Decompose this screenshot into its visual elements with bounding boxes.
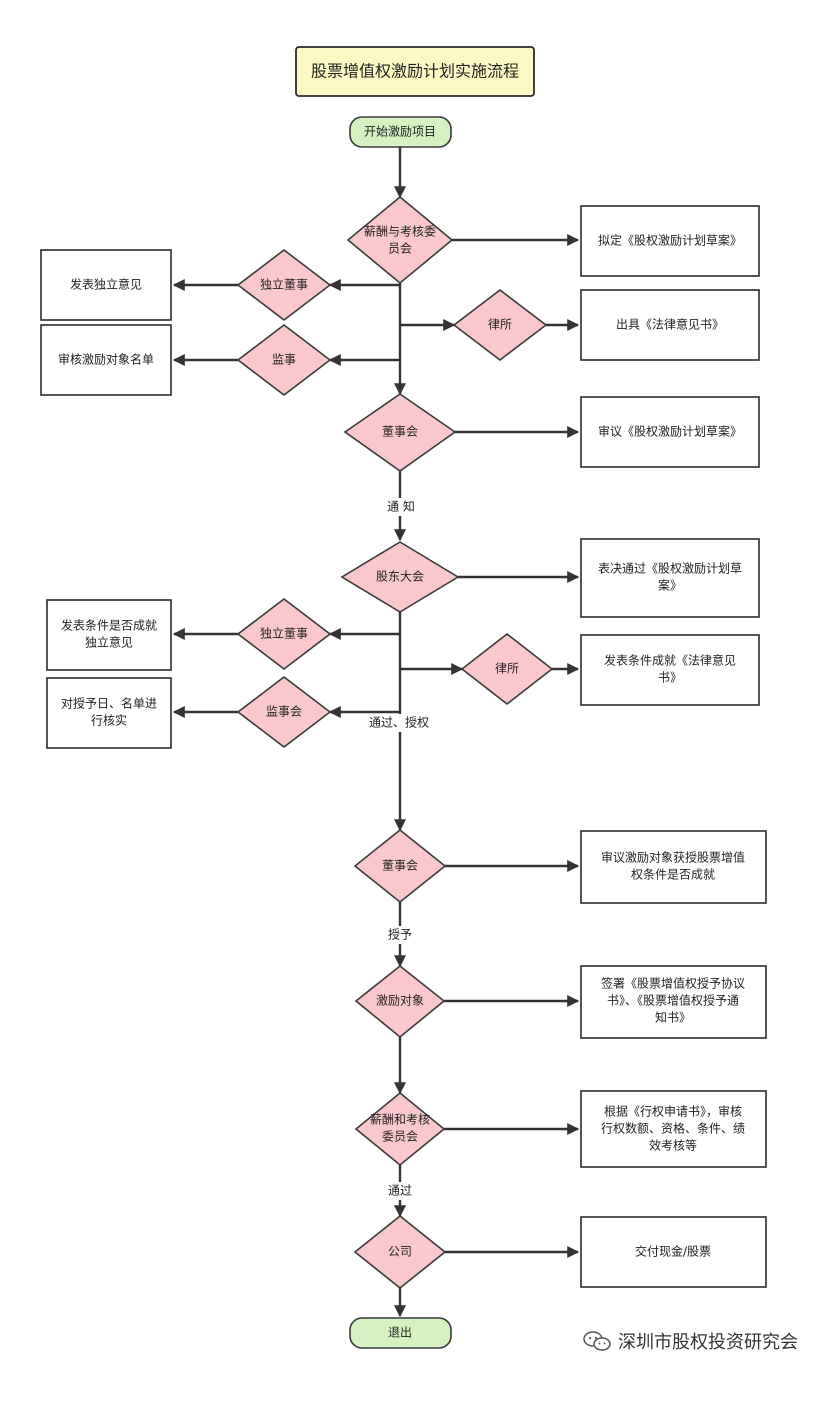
decision-gm: 股东大会: [340, 541, 460, 613]
comp2-line-1: 薪酬和考核: [370, 1113, 430, 1127]
legal2-line-1: 发表条件成就《法律意见: [604, 653, 736, 668]
sup1-label: 监事: [272, 353, 296, 367]
review1-label: 审议《股权激励计划草案》: [598, 424, 742, 439]
box-review2: 审议激励对象获授股票增值 权条件是否成就: [580, 830, 767, 904]
box-draft: 拟定《股权激励计划草案》: [580, 205, 760, 277]
edge-label-pass-auth: 通过、授权: [369, 715, 429, 730]
decision-sup2: 监事会: [236, 675, 332, 749]
box-vote: 表决通过《股权激励计划草 案》: [580, 538, 760, 618]
audit-line-1: 根据《行权申请书》，审核: [604, 1104, 742, 1119]
review2-line-2: 权条件是否成就: [631, 868, 715, 882]
legal2-line-2: 书》: [658, 671, 682, 685]
vote-line-1: 表决通过《股权激励计划草: [598, 562, 742, 576]
audit-line-2: 行权数额、资格、条件、绩: [601, 1121, 745, 1136]
start-label: 开始激励项目: [364, 125, 436, 139]
box-verify2: 对授予日、名单进 行核实: [46, 677, 172, 749]
wechat-icon: [583, 1331, 611, 1351]
vote-line-2: 案》: [658, 578, 682, 593]
gm-label: 股东大会: [376, 570, 424, 584]
decision-indep2: 独立董事: [236, 597, 332, 671]
box-opinion1: 发表独立意见: [40, 249, 172, 321]
indep1-label: 独立董事: [260, 277, 308, 292]
verify1-label: 审核激励对象名单: [58, 352, 154, 367]
box-opinion2: 发表条件是否成就 独立意见: [46, 599, 172, 671]
end-terminal: 退出: [349, 1317, 452, 1349]
comp1-line-2: 员会: [388, 242, 412, 256]
draft-label: 拟定《股权激励计划草案》: [598, 233, 742, 248]
box-review1: 审议《股权激励计划草案》: [580, 396, 760, 468]
decision-sup1: 监事: [236, 323, 332, 397]
box-sign: 签署《股票增值权授予协议 书》、《股票增值权授予通 知书》: [580, 965, 767, 1039]
box-pay: 交付现金/股票: [580, 1216, 767, 1288]
board1-label: 董事会: [382, 425, 418, 439]
decision-comp1: 薪酬与考核委 员会: [346, 195, 454, 285]
decision-board1: 董事会: [343, 393, 457, 472]
review2-line-1: 审议激励对象获授股票增值: [601, 850, 745, 865]
verify2-line-2: 行核实: [91, 713, 127, 728]
board2-label: 董事会: [382, 859, 418, 873]
decision-target: 激励对象: [354, 964, 446, 1039]
edge-label-pass: 通过: [388, 1184, 412, 1198]
indep2-label: 独立董事: [260, 626, 308, 641]
law2-label: 律所: [495, 662, 519, 676]
connectors: [172, 147, 580, 1318]
sign-line-1: 签署《股票增值权授予协议: [601, 976, 745, 991]
box-audit: 根据《行权申请书》，审核 行权数额、资格、条件、绩 效考核等: [580, 1090, 767, 1168]
decision-company: 公司: [353, 1214, 447, 1290]
box-verify1: 审核激励对象名单: [40, 324, 172, 396]
company-label: 公司: [388, 1245, 412, 1259]
comp2-line-2: 委员会: [382, 1130, 418, 1144]
pay-label: 交付现金/股票: [635, 1244, 711, 1259]
edge-label-notify: 通 知: [387, 500, 415, 514]
edge-labels: 通 知 通过、授权 授予 通过: [364, 498, 434, 1200]
end-label: 退出: [388, 1326, 412, 1340]
decision-comp2: 薪酬和考核 委员会: [354, 1091, 446, 1167]
comp1-line-1: 薪酬与考核委: [364, 225, 436, 239]
opinion2-line-1: 发表条件是否成就: [61, 618, 157, 633]
sup2-label: 监事会: [266, 705, 302, 719]
opinion1-label: 发表独立意见: [70, 277, 142, 292]
title-text: 股票增值权激励计划实施流程: [311, 62, 519, 81]
chart-title: 股票增值权激励计划实施流程: [295, 46, 535, 97]
decision-law1: 律所: [452, 288, 548, 362]
box-legal1: 出具《法律意见书》: [580, 289, 760, 361]
decision-board2: 董事会: [353, 828, 447, 904]
law1-label: 律所: [488, 318, 512, 332]
audit-line-3: 效考核等: [649, 1138, 697, 1153]
start-terminal: 开始激励项目: [349, 116, 452, 148]
sign-line-3: 知书》: [655, 1011, 691, 1025]
sign-line-2: 书》、《股票增值权授予通: [607, 993, 739, 1008]
opinion2-line-2: 独立意见: [85, 635, 133, 650]
watermark: 深圳市股权投资研究会: [582, 1328, 798, 1354]
verify2-line-1: 对授予日、名单进: [61, 696, 157, 711]
box-legal2: 发表条件成就《法律意见 书》: [580, 634, 760, 706]
decision-law2: 律所: [460, 632, 554, 706]
decision-indep1: 独立董事: [236, 248, 332, 322]
target-label: 激励对象: [376, 994, 424, 1008]
watermark-text: 深圳市股权投资研究会: [618, 1332, 798, 1353]
edge-label-grant: 授予: [388, 927, 412, 942]
legal1-label: 出具《法律意见书》: [616, 317, 724, 332]
